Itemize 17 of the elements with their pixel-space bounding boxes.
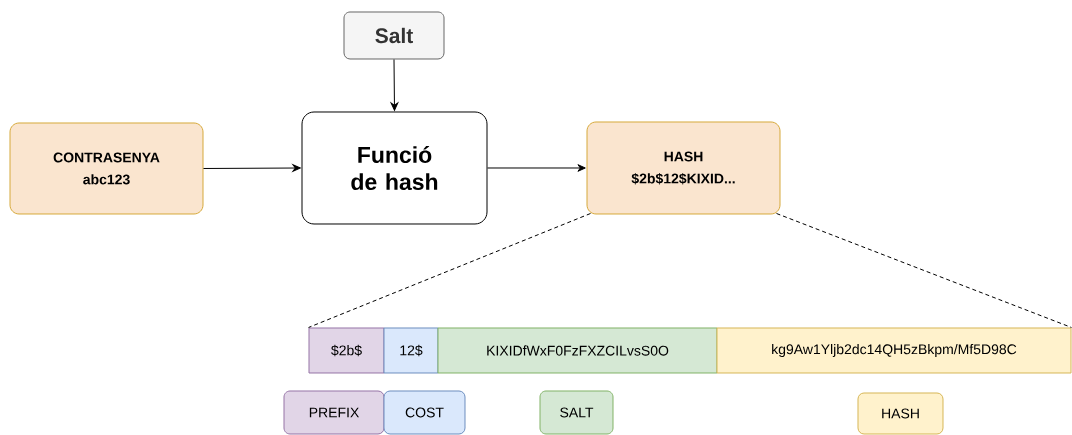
hash-function-box: Funció de hash bbox=[301, 111, 488, 225]
salt-box: Salt bbox=[343, 11, 445, 60]
arrow bbox=[203, 164, 301, 172]
segment-cell: $2b$ bbox=[308, 327, 385, 374]
arrow bbox=[390, 59, 399, 111]
hash-box: HASH $2b$12$KIXID... bbox=[586, 121, 781, 215]
segment-tag: SALT bbox=[539, 390, 614, 435]
zoom-line bbox=[308, 213, 591, 328]
segment-cell: kg9Aw1Yljb2dc14QH5zBkpm/Mf5D98C bbox=[716, 327, 1072, 374]
arrow bbox=[487, 164, 586, 172]
segment-tag: PREFIX bbox=[283, 390, 385, 435]
input-box: CONTRASENYA abc123 bbox=[9, 122, 204, 215]
zoom-line bbox=[776, 213, 1072, 328]
segment-tag: HASH bbox=[857, 392, 944, 435]
segment-cell: KIXIDfWxF0FzFXZCILvsS0O bbox=[437, 327, 718, 374]
segment-tag: COST bbox=[383, 390, 466, 435]
segment-cell: 12$ bbox=[383, 327, 439, 374]
